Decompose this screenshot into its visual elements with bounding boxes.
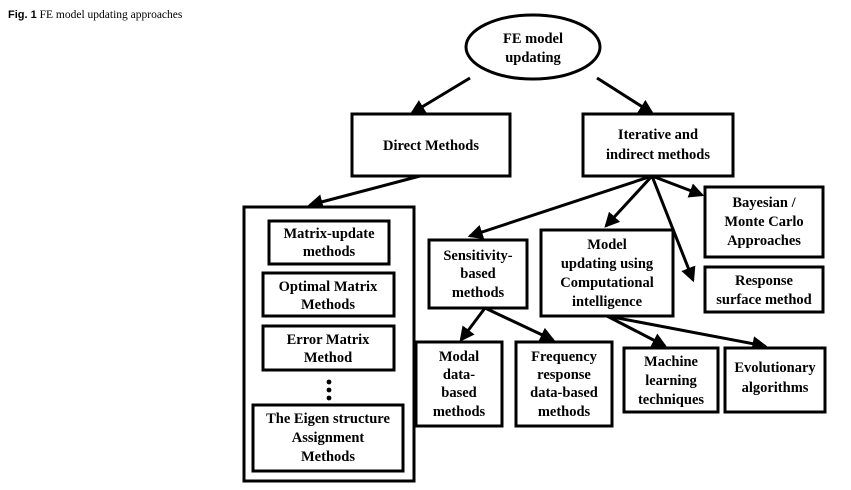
node-eigen-line-1: The Eigen structure [266, 411, 390, 427]
node-root: FE model updating [464, 13, 602, 81]
node-matrix-update-line-2: methods [303, 244, 356, 260]
node-computational-line-3: Computational [560, 275, 653, 291]
node-error-matrix-line-1: Error Matrix [287, 332, 371, 348]
edge-root-direct [409, 76, 471, 115]
node-modal-line-4: methods [433, 404, 486, 420]
node-eigen-line-2: Assignment [292, 430, 365, 446]
node-response-surface-line-2: surface method [716, 292, 811, 308]
node-bayesian-line-1: Bayesian / [732, 195, 796, 211]
node-bayesian: Bayesian / Monte Carlo Approaches [703, 185, 825, 259]
node-evolutionary-line-1: Evolutionary [734, 360, 816, 376]
node-modal-line-3: based [441, 385, 476, 401]
node-root-line-2: updating [505, 50, 561, 66]
edge-direct-group [307, 174, 421, 210]
node-sensitivity: Sensitivity- based methods [427, 238, 529, 310]
node-error-matrix: Error Matrix Method [261, 324, 396, 372]
node-optimal-matrix: Optimal Matrix Methods [261, 271, 396, 318]
node-iterative-line-1: Iterative and [618, 127, 698, 143]
node-matrix-update-line-1: Matrix-update [283, 226, 375, 242]
node-frequency-line-1: Frequency [531, 349, 598, 365]
node-machine-learning-line-3: techniques [638, 392, 704, 408]
node-optimal-matrix-line-1: Optimal Matrix [279, 279, 378, 295]
edge-iterative-response-surface [650, 175, 696, 283]
edge-iterative-bayesian [651, 174, 705, 198]
figure-label: Fig. 1 [8, 9, 37, 21]
ellipsis-vertical-icon [326, 379, 332, 401]
node-direct-methods: Direct Methods [350, 112, 512, 178]
node-eigen-structure: The Eigen structure Assignment Methods [251, 403, 405, 473]
node-modal-line-2: data- [443, 367, 475, 383]
edge-iterative-computational [604, 174, 654, 228]
node-optimal-matrix-line-2: Methods [301, 297, 355, 313]
node-machine-learning: Machine learning techniques [622, 346, 720, 414]
node-eigen-line-3: Methods [301, 449, 355, 465]
node-error-matrix-line-2: Method [304, 350, 352, 366]
edge-sensitivity-frequency [484, 306, 556, 342]
edge-computational-machine-learning [606, 314, 668, 348]
node-response-surface-line-1: Response [735, 273, 794, 289]
node-matrix-update: Matrix-update methods [267, 219, 391, 266]
edge-computational-evolutionary [606, 314, 768, 352]
edge-root-iterative [596, 76, 655, 115]
node-computational-line-2: updating using [561, 256, 654, 272]
edge-iterative-sensitivity [467, 174, 653, 240]
edges [307, 76, 768, 352]
node-bayesian-line-2: Monte Carlo [724, 214, 803, 230]
edge-sensitivity-modal [459, 307, 487, 342]
figure-caption: Fig. 1 FE model updating approaches [8, 8, 208, 22]
node-computational-line-4: intelligence [572, 294, 643, 310]
node-frequency-line-2: response [537, 367, 591, 383]
node-response-surface: Response surface method [703, 265, 825, 314]
node-evolutionary-line-2: algorithms [742, 380, 809, 396]
node-frequency: Frequency response data-based methods [514, 340, 614, 428]
node-direct-line-1: Direct Methods [383, 138, 479, 154]
node-iterative-line-2: indirect methods [606, 147, 710, 163]
node-sensitivity-line-3: methods [452, 285, 505, 301]
node-computational-line-1: Model [587, 237, 626, 253]
node-machine-learning-line-1: Machine [644, 354, 699, 370]
node-computational: Model updating using Computational intel… [539, 228, 675, 318]
node-bayesian-line-3: Approaches [727, 233, 801, 249]
node-machine-learning-line-2: learning [645, 373, 697, 389]
node-frequency-line-4: methods [538, 404, 591, 420]
node-evolutionary: Evolutionary algorithms [723, 346, 827, 414]
node-sensitivity-line-1: Sensitivity- [443, 248, 512, 264]
node-root-line-1: FE model [503, 31, 563, 47]
node-iterative-methods: Iterative and indirect methods [581, 112, 735, 178]
figure-caption-text: FE model updating approaches [39, 9, 183, 21]
node-modal: Modal data- based methods [414, 340, 504, 428]
node-sensitivity-line-2: based [460, 266, 495, 282]
node-modal-line-1: Modal [439, 349, 479, 365]
node-frequency-line-3: data-based [530, 385, 598, 401]
